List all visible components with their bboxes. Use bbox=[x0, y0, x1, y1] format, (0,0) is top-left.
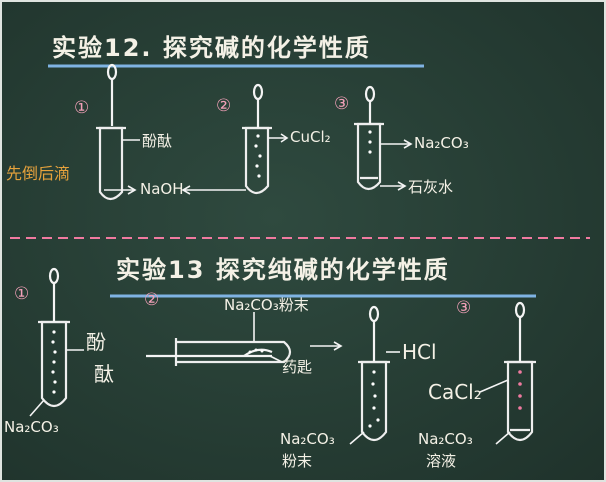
exp13-spatula bbox=[146, 348, 273, 358]
exp12-cucl2-label: CuCl₂ bbox=[290, 128, 331, 146]
exp13-indicator-label-line1: 酚 bbox=[86, 330, 106, 354]
exp13-powder bbox=[248, 348, 264, 354]
exp13-step-1-number: ① bbox=[14, 284, 30, 304]
exp12-base-label: NaOH bbox=[140, 180, 184, 198]
exp13-solution-label-line1: Na₂CO₃ bbox=[418, 430, 473, 448]
exp12-drops-3 bbox=[368, 130, 372, 154]
exp12-hint-label: 先倒后滴 bbox=[6, 164, 71, 183]
exp13-spatula-label: 药匙 bbox=[282, 358, 313, 376]
exp13-hcl-label: HCl bbox=[402, 340, 437, 364]
exp12-tube-3 bbox=[354, 122, 384, 191]
exp12-arrow-double bbox=[181, 185, 246, 195]
exp12-arrow-na2co3 bbox=[380, 139, 413, 149]
exp13-drops-3 bbox=[518, 370, 522, 410]
exp13-dropper-2 bbox=[368, 305, 380, 362]
exp12-dropper-2 bbox=[252, 83, 264, 128]
exp13-drops-1 bbox=[51, 330, 57, 394]
exp13-powder-tube-label-line1: Na₂CO₃ bbox=[280, 430, 335, 448]
exp12-title: 实验12. 探究碱的化学性质 bbox=[52, 34, 371, 62]
exp13-arrow-na2co3 bbox=[29, 399, 45, 417]
exp12-tube-2 bbox=[242, 126, 272, 195]
exp12-tube-1 bbox=[96, 126, 126, 201]
exp13-solution-label-line2: 溶液 bbox=[426, 452, 457, 470]
exp13-arrow-spatula bbox=[269, 355, 283, 363]
exp13-dropper-1 bbox=[48, 267, 60, 322]
exp12-step-2-number: ② bbox=[216, 96, 232, 116]
exp13-title: 实验13 探究纯碱的化学性质 bbox=[116, 256, 450, 284]
exp12-arrow-base bbox=[104, 185, 137, 195]
exp12-na2co3-label: Na₂CO₃ bbox=[414, 134, 469, 152]
exp12-arrow-limewater bbox=[380, 181, 407, 191]
exp13-na2co3-label: Na₂CO₃ bbox=[4, 418, 59, 436]
exp12-step-1-number: ① bbox=[74, 98, 90, 118]
exp13-indicator-label-line2: 酞 bbox=[94, 362, 114, 386]
exp13-cacl2-label: CaCl₂ bbox=[428, 380, 482, 404]
exp13-drops-2 bbox=[368, 370, 380, 428]
exp12-arrow-cucl2 bbox=[268, 133, 289, 143]
exp13-horizontal-tube bbox=[174, 338, 292, 366]
exp13-arrow-to-tube bbox=[310, 341, 343, 351]
exp13-arrow-powder-tube bbox=[349, 431, 365, 445]
exp12-indicator-label: 酚酞 bbox=[142, 132, 173, 150]
exp12-drops-2 bbox=[254, 134, 262, 178]
exp13-arrow-cacl2 bbox=[479, 379, 509, 393]
exp13-step-3-number: ③ bbox=[456, 298, 472, 318]
exp12-limewater-label: 石灰水 bbox=[408, 178, 454, 196]
exp12-dropper-1 bbox=[106, 63, 118, 126]
exp13-powder-label: Na₂CO₃粉末 bbox=[224, 296, 309, 314]
exp12-step-3-number: ③ bbox=[334, 94, 350, 114]
exp13-tube-2 bbox=[358, 360, 390, 442]
exp13-arrow-solution bbox=[495, 431, 511, 445]
exp13-dropper-3 bbox=[514, 301, 526, 362]
exp12-dropper-3 bbox=[364, 85, 376, 124]
exp13-step-2-number: ② bbox=[144, 290, 160, 310]
exp13-powder-tube-label-line2: 粉末 bbox=[282, 452, 313, 470]
